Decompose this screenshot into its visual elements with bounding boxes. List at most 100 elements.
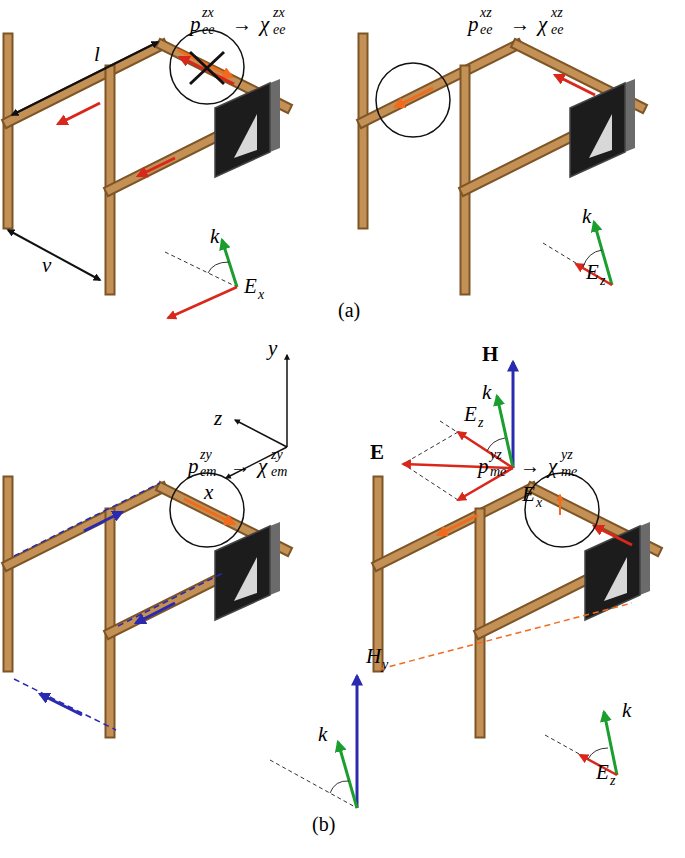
current-arrow [58,103,100,124]
math-index: zx [273,6,285,20]
wire-edge [465,134,577,190]
dipole-dashed [380,603,632,669]
text-label: → [232,14,252,34]
axis-x [226,447,287,478]
math-symbol: p [478,456,489,477]
math-index: ee [202,23,214,37]
math-symbol: p [190,14,201,35]
axis-dashed [403,464,458,500]
axis-z [235,420,287,447]
math-symbol: k [210,226,219,247]
math-index: xz [480,6,492,20]
angle-arc [588,748,608,759]
wire [5,38,12,224]
math-index: z [610,774,615,788]
math-index: yz [490,448,502,462]
wire-edge [475,513,486,733]
loop-dashed [14,483,160,556]
wire [477,513,484,733]
text-label: → [230,456,250,476]
math-index: x [536,496,542,510]
e-field [168,287,237,318]
omega-particle [8,473,286,733]
omega-particle [8,30,286,290]
math-index: em [200,465,216,479]
math-symbol: p [468,14,479,35]
wire [480,577,592,633]
axis-dashed [440,421,513,468]
wire [8,488,162,565]
angle-arc [208,262,229,273]
field-vectors [165,222,617,808]
wire-edge [8,488,162,565]
wire-edge [3,481,14,667]
highlight-circle [170,473,244,547]
source-box [585,526,640,620]
current-arrow [138,158,175,176]
source-box [215,83,270,177]
wire-edge [373,481,384,667]
highlight-circle [525,473,599,547]
highlight-circle [376,63,450,137]
box-side [270,79,280,152]
omega-particle [363,38,641,290]
wire-edge [110,577,222,633]
current-arrow [555,75,595,95]
current-arrow [395,88,433,107]
math-index: ee [480,23,492,37]
loop-arrow [136,603,175,623]
source-triangle [234,114,257,158]
text-label: → [510,14,530,34]
dipole-arrow [559,495,561,515]
box-side [640,522,650,595]
wave-vector [338,742,357,808]
source-box [570,83,625,177]
axis-dashed [403,432,458,464]
math-index: me [561,465,577,479]
wire-edge [3,38,14,224]
math-index: z [600,274,605,288]
vector-symbol: H [482,344,498,365]
math-symbol: k [582,206,591,227]
math-symbol: E [244,276,257,297]
wire [363,45,517,122]
wire [375,481,382,667]
loop-arrow [84,512,122,531]
math-symbol: p [188,456,199,477]
math-index: z [478,416,483,430]
math-index: zy [200,448,212,462]
math-symbol: v [42,255,51,276]
math-index: yz [561,448,573,462]
wire-edge [105,70,116,290]
math-symbol: x [204,482,213,503]
math-index: y [382,658,388,672]
text-label: (a) [338,300,360,320]
math-symbol: k [622,700,631,721]
vector-symbol: E [370,442,384,463]
wire [107,70,114,290]
loop-dashed [14,679,116,730]
math-symbol: χ [548,456,557,477]
source-triangle [234,557,257,601]
wire [462,70,469,290]
current-arrow [438,515,478,535]
wave-vector [222,240,237,287]
math-index: xz [551,6,563,20]
wire-edge [363,45,517,122]
source-triangle [604,557,627,601]
math-symbol: E [464,404,477,425]
wire-edge [358,38,369,224]
math-symbol: χ [258,456,267,477]
h-field [512,362,515,468]
math-index: me [490,465,506,479]
text-label: → [520,456,540,476]
cross-mark [190,52,224,84]
wire [107,513,114,733]
wire [378,488,532,565]
wire [360,38,367,224]
wire [465,134,577,190]
math-symbol: k [318,724,327,745]
math-symbol: H [366,646,381,667]
